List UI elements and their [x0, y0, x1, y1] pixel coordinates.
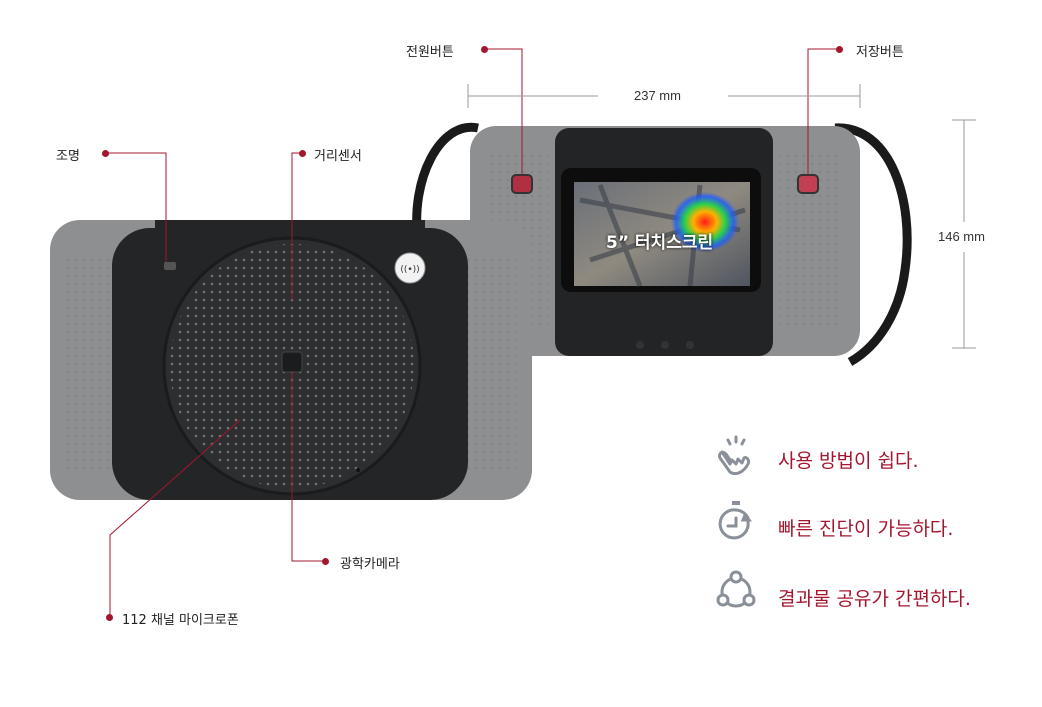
stopwatch-icon [718, 501, 753, 540]
front-view-device: ((•)) [50, 220, 532, 500]
save-button-shape [797, 174, 819, 194]
callout-distance-sensor: 거리센서 [314, 149, 362, 164]
feature-text: 사용 방법이 쉽다. [778, 450, 919, 472]
hand-tap-icon [718, 435, 750, 476]
feature-text: 빠른 진단이 가능하다. [778, 518, 954, 540]
optical-camera-shape [281, 351, 303, 373]
feature-item: 결과물 공유가 간편하다. [712, 568, 1032, 616]
back-view-device [412, 122, 912, 366]
callout-dot-save-button [836, 46, 843, 53]
feature-item: 빠른 진단이 가능하다. [712, 498, 1012, 546]
callout-save-button: 저장버튼 [856, 45, 904, 60]
strap-left [412, 122, 479, 241]
callout-dot-lighting [102, 150, 109, 157]
dimension-height: 146 mm [938, 229, 985, 244]
feature-item: 사용 방법이 쉽다. [712, 432, 1012, 480]
leader-lines [106, 48, 840, 617]
callout-lighting: 조명 [56, 149, 80, 164]
callout-power-button: 전원버튼 [406, 45, 454, 60]
screen-label: 5” 터치스크린 [606, 233, 714, 253]
heatmap-blob [671, 192, 739, 252]
strap-right [834, 123, 912, 366]
share-icon [716, 570, 756, 608]
dimension-width: 237 mm [634, 88, 681, 103]
svg-text:((•)): ((•)) [400, 265, 419, 275]
callout-dot-optical-camera [322, 558, 329, 565]
feature-text: 결과물 공유가 간편하다. [778, 588, 971, 610]
callout-dot-distance-sensor [299, 150, 306, 157]
dimension-lines [467, 84, 976, 349]
feature-list: 사용 방법이 쉽다. 빠른 진단이 가능하다. 결과물 공유가 간편하다. [712, 432, 1032, 622]
lighting-shape [164, 262, 176, 270]
callout-dot-microphone [106, 614, 113, 621]
callout-dot-power-button [481, 46, 488, 53]
logo-badge [394, 252, 426, 284]
callout-optical-camera: 광학카메라 [340, 557, 400, 572]
callout-microphone: 112 채널 마이크로폰 [122, 613, 239, 628]
power-button-shape [511, 174, 533, 194]
